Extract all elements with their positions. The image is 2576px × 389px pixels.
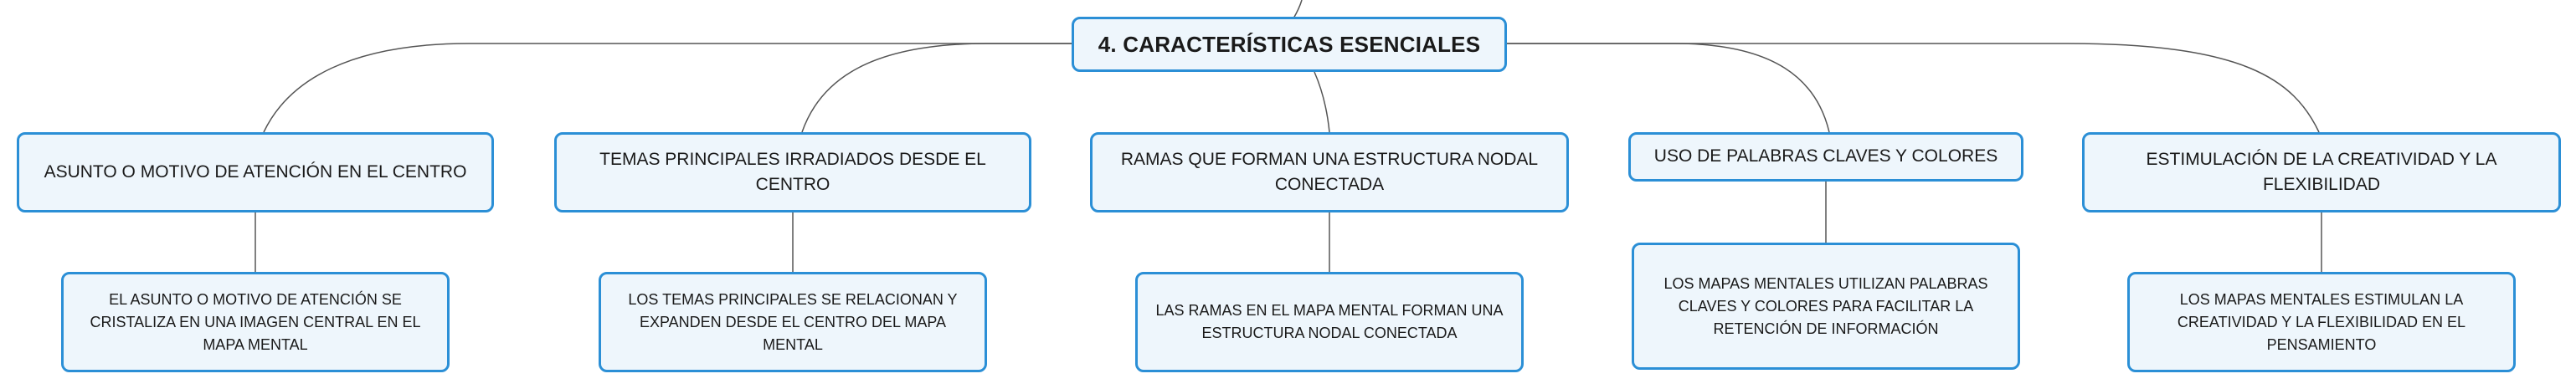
- root-topic-label: 4. CARACTERÍSTICAS ESENCIALES: [1098, 31, 1481, 57]
- branch-topic-5[interactable]: ESTIMULACIÓN DE LA CREATIVIDAD Y LA FLEX…: [2082, 132, 2561, 212]
- detail-topic-2-label: LOS TEMAS PRINCIPALES SE RELACIONAN Y EX…: [628, 290, 958, 353]
- connector-root-branch-4: [1507, 43, 1830, 133]
- branch-topic-4-label: USO DE PALABRAS CLAVES Y COLORES: [1653, 146, 1998, 166]
- branch-topic-1[interactable]: ASUNTO O MOTIVO DE ATENCIÓN EN EL CENTRO: [17, 132, 494, 212]
- detail-topic-4-label: LOS MAPAS MENTALES UTILIZAN PALABRAS CLA…: [1663, 274, 1988, 337]
- detail-topic-3[interactable]: LAS RAMAS EN EL MAPA MENTAL FORMAN UNA E…: [1135, 272, 1524, 372]
- connector-root-branch-2: [801, 43, 1074, 133]
- connector-root-top: [1293, 0, 1303, 19]
- branch-topic-2[interactable]: TEMAS PRINCIPALES IRRADIADOS DESDE EL CE…: [554, 132, 1031, 212]
- connector-root-branch-1: [263, 43, 1074, 133]
- detail-topic-4[interactable]: LOS MAPAS MENTALES UTILIZAN PALABRAS CLA…: [1632, 243, 2020, 370]
- detail-topic-1-label: EL ASUNTO O MOTIVO DE ATENCIÓN SE CRISTA…: [90, 290, 421, 353]
- root-topic[interactable]: 4. CARACTERÍSTICAS ESENCIALES: [1072, 17, 1507, 72]
- detail-topic-2[interactable]: LOS TEMAS PRINCIPALES SE RELACIONAN Y EX…: [599, 272, 987, 372]
- branch-topic-5-label: ESTIMULACIÓN DE LA CREATIVIDAD Y LA FLEX…: [2146, 149, 2497, 194]
- branch-topic-3[interactable]: RAMAS QUE FORMAN UNA ESTRUCTURA NODAL CO…: [1090, 132, 1569, 212]
- detail-topic-3-label: LAS RAMAS EN EL MAPA MENTAL FORMAN UNA E…: [1155, 302, 1504, 341]
- detail-topic-5[interactable]: LOS MAPAS MENTALES ESTIMULAN LA CREATIVI…: [2127, 272, 2516, 372]
- detail-topic-5-label: LOS MAPAS MENTALES ESTIMULAN LA CREATIVI…: [2177, 290, 2466, 353]
- detail-topic-1[interactable]: EL ASUNTO O MOTIVO DE ATENCIÓN SE CRISTA…: [61, 272, 450, 372]
- branch-topic-4[interactable]: USO DE PALABRAS CLAVES Y COLORES: [1628, 132, 2023, 182]
- branch-topic-2-label: TEMAS PRINCIPALES IRRADIADOS DESDE EL CE…: [599, 149, 986, 194]
- connector-root-branch-3: [1314, 71, 1330, 133]
- branch-topic-3-label: RAMAS QUE FORMAN UNA ESTRUCTURA NODAL CO…: [1120, 149, 1539, 194]
- connector-root-branch-5: [1507, 43, 2320, 133]
- branch-topic-1-label: ASUNTO O MOTIVO DE ATENCIÓN EN EL CENTRO: [44, 161, 467, 182]
